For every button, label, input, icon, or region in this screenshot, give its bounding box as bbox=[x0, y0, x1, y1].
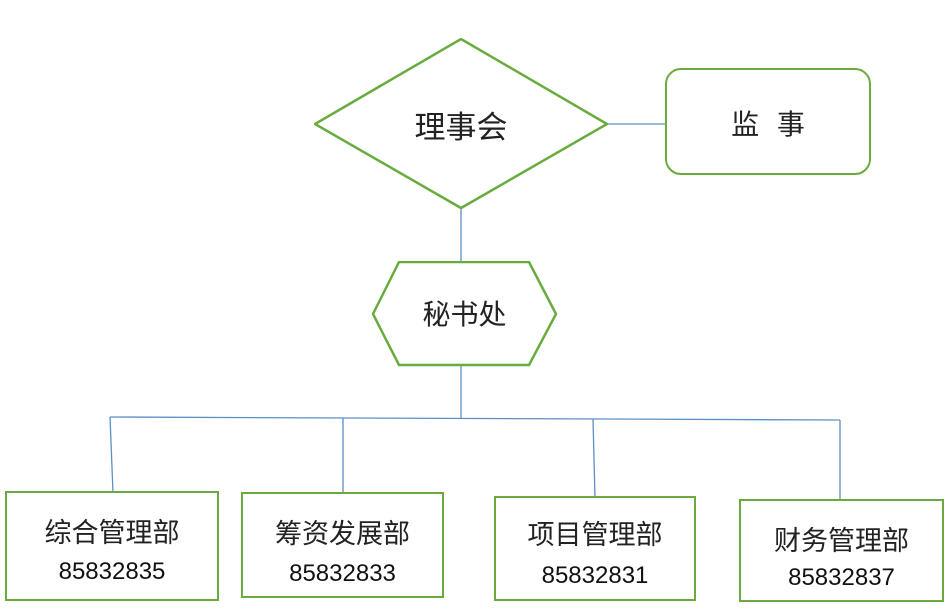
supervisor-label: 监 事 bbox=[731, 108, 805, 141]
hexagon-shape bbox=[371, 261, 558, 367]
diamond-shape bbox=[314, 38, 608, 210]
dept-1-connector bbox=[109, 416, 114, 494]
dept-3-connector bbox=[592, 418, 596, 499]
department-phone: 85832831 bbox=[541, 562, 649, 589]
secretariat-node: 秘书处 bbox=[371, 261, 558, 367]
department-phone: 85832833 bbox=[289, 560, 396, 587]
department-box-general-management: 综合管理部 85832835 bbox=[5, 491, 219, 601]
department-name: 财务管理部 bbox=[774, 526, 909, 557]
secretariat-label: 秘书处 bbox=[422, 298, 507, 331]
department-bus-line bbox=[109, 416, 841, 421]
department-phone: 85832837 bbox=[788, 564, 895, 591]
department-box-fundraising: 筹资发展部 85832833 bbox=[241, 492, 444, 598]
department-name: 项目管理部 bbox=[527, 520, 663, 551]
department-box-project-management: 项目管理部 85832831 bbox=[494, 496, 696, 601]
board-node: 理事会 bbox=[314, 38, 608, 210]
department-name: 综合管理部 bbox=[44, 518, 180, 549]
department-box-finance: 财务管理部 85832837 bbox=[739, 499, 944, 602]
board-label: 理事会 bbox=[414, 110, 508, 146]
supervisor-node: 监 事 bbox=[665, 68, 871, 175]
department-phone: 85832835 bbox=[58, 558, 166, 585]
department-name: 筹资发展部 bbox=[275, 519, 410, 550]
